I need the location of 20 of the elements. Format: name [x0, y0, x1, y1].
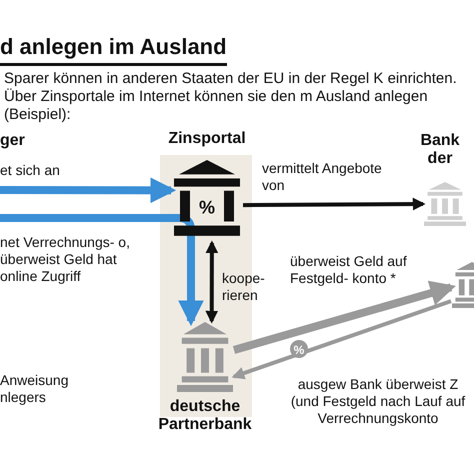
- note-text: Anweisung nlegers: [0, 372, 70, 406]
- percent-icon: %: [290, 340, 308, 358]
- edge-label: überweist Geld auf Festgeld- konto *: [290, 253, 408, 287]
- arrow: [232, 299, 452, 380]
- edge-label: et sich an: [0, 162, 60, 179]
- edge-label: net Verrechnungs- o, überweist Geld hat online Zugriff: [0, 234, 131, 285]
- node-title: deutsche Partnerbank: [157, 398, 253, 434]
- arrow: [0, 214, 204, 326]
- edge-label: vermittelt Angebote von: [262, 160, 382, 194]
- column-heading: ger: [0, 132, 25, 149]
- arrow: [242, 198, 426, 210]
- node-title: Bank der: [419, 132, 461, 168]
- edge-label: koope- rieren: [222, 270, 266, 304]
- edge-label: ausgew Bank überweist Z (und Festgeld nach Lauf auf Verrechnungskonto: [290, 376, 466, 427]
- title: d anlegen im Ausland: [0, 34, 227, 66]
- intro-text: Sparer können in anderen Staaten der EU in der Regel K einrichten. Über Zinsportale im Internet können sie den m Ausland anlegen (Beispiel):: [4, 70, 458, 124]
- arrow: [232, 280, 456, 354]
- node-title: Zinsportal: [167, 130, 247, 148]
- arrow: [205, 240, 218, 324]
- arrow: [0, 178, 176, 204]
